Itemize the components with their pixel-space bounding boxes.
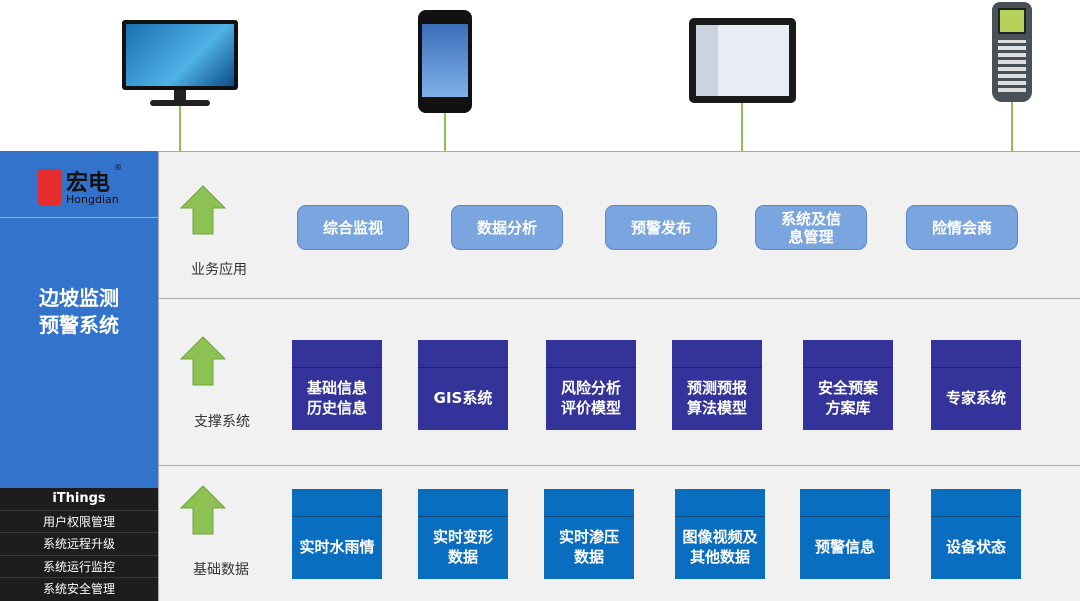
support-box[interactable]: 风险分析评价模型 <box>546 340 636 430</box>
logo-subtext: Hongdian <box>66 193 119 206</box>
app-button[interactable]: 系统及信息管理 <box>755 205 867 250</box>
box-label: GIS系统 <box>433 389 493 407</box>
title-line: 预警系统 <box>39 313 119 337</box>
box-label: 安全预案方案库 <box>817 379 878 417</box>
box-label: 设备状态 <box>945 538 1006 556</box>
logo-text: 宏电 <box>66 171 111 196</box>
ithings-title: iThings <box>0 488 158 511</box>
data-box[interactable]: 实时变形数据 <box>418 489 508 579</box>
support-box[interactable]: 基础信息历史信息 <box>292 340 382 430</box>
box-label: 实时变形数据 <box>432 528 493 566</box>
smartphone-icon <box>418 10 472 113</box>
ithings-item: 用户权限管理 <box>0 511 158 534</box>
up-arrow-icon <box>180 485 226 535</box>
up-arrow-icon <box>180 185 226 235</box>
app-button[interactable]: 险情会商 <box>906 205 1018 250</box>
data-box[interactable]: 图像视频及其他数据 <box>675 489 765 579</box>
hongdian-logo: 宏电 ® Hongdian <box>0 151 158 218</box>
layer-label: 业务应用 <box>191 262 247 278</box>
support-box[interactable]: 专家系统 <box>931 340 1021 430</box>
app-button[interactable]: 预警发布 <box>605 205 717 250</box>
layer-label: 基础数据 <box>193 562 249 578</box>
data-box[interactable]: 实时渗压数据 <box>544 489 634 579</box>
monitor-icon <box>122 20 238 106</box>
layer-label: 支撑系统 <box>194 414 250 430</box>
logo-registered: ® <box>114 163 122 172</box>
up-arrow-icon <box>180 336 226 386</box>
box-label: 基础信息历史信息 <box>306 379 367 417</box>
support-box[interactable]: GIS系统 <box>418 340 508 430</box>
ithings-panel: iThings 用户权限管理 系统远程升级 系统运行监控 系统安全管理 <box>0 488 158 601</box>
support-box[interactable]: 预测预报算法模型 <box>672 340 762 430</box>
tablet-icon <box>689 18 796 103</box>
support-box[interactable]: 安全预案方案库 <box>803 340 893 430</box>
box-label: 实时水雨情 <box>299 538 375 556</box>
system-title: 边坡监测 预警系统 <box>0 285 158 339</box>
box-label: 专家系统 <box>945 389 1006 407</box>
handheld-terminal-icon <box>992 2 1032 102</box>
box-label: 实时渗压数据 <box>558 528 619 566</box>
app-button[interactable]: 数据分析 <box>451 205 563 250</box>
title-line: 边坡监测 <box>39 286 119 310</box>
box-label: 预警信息 <box>814 538 875 556</box>
ithings-item: 系统安全管理 <box>42 582 115 597</box>
app-button-label: 系统及信息管理 <box>780 209 841 246</box>
data-box[interactable]: 设备状态 <box>931 489 1021 579</box>
box-label: 图像视频及其他数据 <box>682 528 758 566</box>
box-label: 预测预报算法模型 <box>686 379 747 417</box>
box-label: 风险分析评价模型 <box>560 379 621 417</box>
ithings-item: 系统远程升级 <box>0 533 158 556</box>
data-box[interactable]: 预警信息 <box>800 489 890 579</box>
ithings-item: 系统运行监控 <box>0 556 158 579</box>
data-box[interactable]: 实时水雨情 <box>292 489 382 579</box>
app-button[interactable]: 综合监视 <box>297 205 409 250</box>
